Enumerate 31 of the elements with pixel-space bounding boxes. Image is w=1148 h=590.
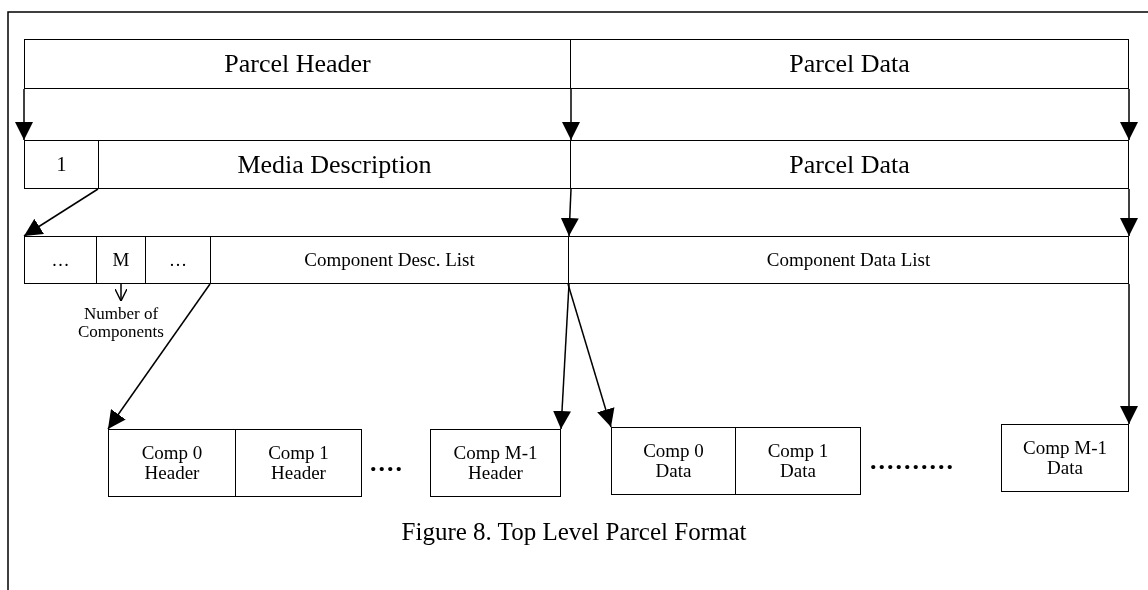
leader-line xyxy=(114,283,128,302)
arrow xyxy=(23,188,99,237)
field-box: Parcel Data xyxy=(570,39,1129,89)
arrow xyxy=(567,283,615,428)
component-box: Comp M-1 Data xyxy=(1001,424,1129,492)
component-box: Comp 1 Data xyxy=(735,427,861,495)
arrow xyxy=(553,283,571,430)
field-box: Parcel Header xyxy=(24,39,571,89)
field-box: Component Data List xyxy=(568,236,1129,284)
component-box: Comp 0 Data xyxy=(611,427,736,495)
arrow xyxy=(562,88,580,141)
field-cell: 1 xyxy=(24,140,99,189)
component-box: Comp 1 Header xyxy=(235,429,362,497)
field-box: Component Desc. List xyxy=(210,236,569,284)
field-box: Media Description xyxy=(98,140,571,189)
field-cell: … xyxy=(24,236,97,284)
ellipsis-dots: .......... xyxy=(870,446,955,476)
arrow xyxy=(107,283,211,430)
field-cell: … xyxy=(145,236,211,284)
arrow xyxy=(560,188,579,237)
component-box: Comp M-1 Header xyxy=(430,429,561,497)
field-cell: M xyxy=(96,236,146,284)
arrow xyxy=(15,88,33,141)
figure-caption: Figure 8. Top Level Parcel Format xyxy=(400,518,748,546)
arrow xyxy=(1120,88,1138,141)
field-box: Parcel Data xyxy=(570,140,1129,189)
component-box: Comp 0 Header xyxy=(108,429,236,497)
arrow xyxy=(1120,188,1138,237)
ellipsis-dots: .... xyxy=(370,448,404,478)
annotation-text: Number of Components xyxy=(56,301,186,345)
arrow xyxy=(1120,283,1138,425)
